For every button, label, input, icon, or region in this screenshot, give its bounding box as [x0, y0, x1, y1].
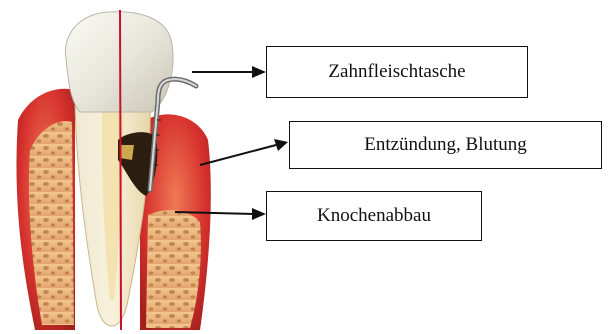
- arrow-pocket: [192, 66, 266, 78]
- right-bone: [146, 210, 201, 328]
- arrow-inflammation: [200, 139, 288, 165]
- midline: [120, 10, 121, 330]
- label-inflammation: Entzündung, Blutung: [289, 121, 602, 169]
- label-bone-loss: Knochenabbau: [266, 191, 482, 241]
- plaque-spots: [120, 145, 134, 160]
- label-gum-pocket: Zahnfleischtasche: [266, 46, 528, 98]
- label-bone-loss-text: Knochenabbau: [317, 205, 431, 227]
- label-inflammation-text: Entzündung, Blutung: [364, 134, 527, 156]
- label-gum-pocket-text: Zahnfleischtasche: [328, 61, 465, 83]
